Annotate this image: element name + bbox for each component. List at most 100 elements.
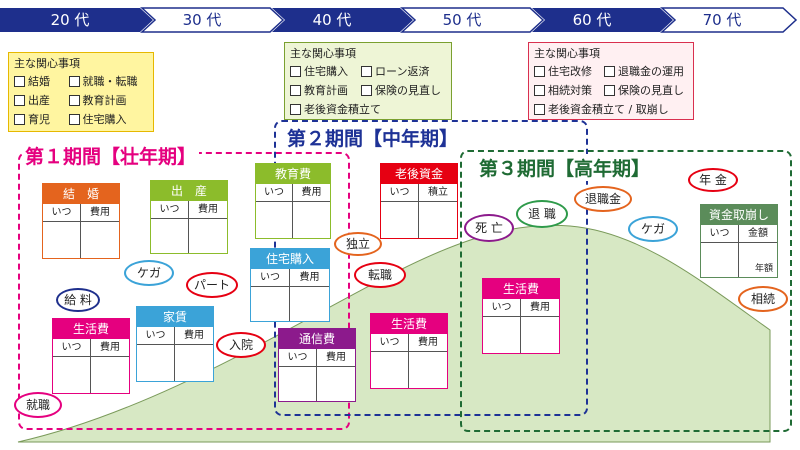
cost-cell[interactable]: [521, 317, 559, 353]
concerns-box-40s: 主な関心事項 住宅購入 ローン返済 教育計画 保険の見直し 老後資金積立て: [284, 42, 452, 120]
decade-label-50: 50 代: [442, 11, 482, 29]
col-cost: 費用: [184, 330, 204, 341]
card-living-cost-1: 生活費 いつ費用: [52, 318, 130, 394]
when-cell[interactable]: [137, 345, 175, 381]
concern-item: 住宅改修: [548, 65, 592, 78]
checkbox[interactable]: [534, 84, 545, 96]
decade-arrow-40: [272, 8, 413, 32]
concerns-title: 主な関心事項: [290, 47, 356, 60]
checkbox[interactable]: [604, 65, 615, 77]
card-title: 住宅購入: [251, 249, 329, 269]
cost-cell[interactable]: [81, 222, 119, 258]
period-1-title: 第１期間【壮年期】: [22, 142, 200, 169]
card-title: 生活費: [483, 279, 559, 299]
checkbox[interactable]: [290, 84, 301, 96]
when-cell[interactable]: [371, 352, 409, 388]
decade-label-70: 70 代: [702, 11, 742, 29]
concern-item: ローン返済: [375, 65, 430, 78]
concern-item: 老後資金積立て / 取崩し: [548, 103, 669, 116]
card-title: 教育費: [256, 164, 330, 184]
card-retirement-fund: 老後資金 いつ積立: [380, 163, 458, 239]
col-cost: 費用: [418, 337, 438, 348]
concern-item: 保険の見直し: [618, 84, 684, 97]
cost-cell[interactable]: [91, 357, 129, 393]
checkbox[interactable]: [14, 75, 25, 87]
checkbox[interactable]: [290, 65, 301, 77]
cost-cell[interactable]: [175, 345, 213, 381]
event-salary: 給 料: [56, 288, 100, 312]
concern-item: 育児: [28, 113, 50, 126]
when-cell[interactable]: [251, 287, 290, 321]
decade-arrow-70: [660, 7, 798, 33]
concern-item: 就職・転職: [82, 75, 138, 88]
decade-label-20: 20 代: [50, 11, 90, 29]
concern-item: 教育計画: [304, 84, 348, 97]
concern-item: 老後資金積立て: [304, 103, 381, 116]
concern-item: 住宅購入: [304, 65, 348, 78]
concerns-title: 主な関心事項: [14, 57, 80, 70]
col-cost: 費用: [90, 207, 110, 218]
checkbox[interactable]: [14, 94, 25, 106]
col-when: いつ: [137, 327, 175, 344]
period-2-title: 第２期間【中年期】: [284, 124, 462, 151]
event-death: 死 亡: [464, 214, 514, 242]
checkbox[interactable]: [68, 113, 80, 125]
decade-arrow-band: [0, 7, 798, 33]
concern-item: 相続対策: [548, 84, 592, 97]
checkbox[interactable]: [290, 103, 301, 115]
when-cell[interactable]: [256, 202, 293, 238]
col-cost: 費用: [301, 187, 322, 198]
event-job-change: 転職: [354, 262, 406, 288]
card-title: 出 産: [151, 181, 227, 201]
card-title: 生活費: [53, 319, 129, 339]
when-cell[interactable]: [701, 243, 739, 277]
card-title: 家賃: [137, 307, 213, 327]
col-cost: 費用: [100, 342, 120, 353]
concern-item: 教育計画: [82, 94, 127, 107]
period-3-title: 第３期間【高年期】: [476, 154, 654, 181]
when-cell[interactable]: [381, 202, 419, 238]
decade-label-40: 40 代: [312, 11, 352, 29]
checkbox[interactable]: [361, 84, 372, 96]
concern-item: 保険の見直し: [375, 84, 441, 97]
event-hospital: 入院: [216, 332, 266, 358]
checkbox[interactable]: [68, 94, 80, 106]
checkbox[interactable]: [604, 84, 615, 96]
when-cell[interactable]: [483, 317, 521, 353]
cost-cell[interactable]: [189, 219, 227, 253]
concern-item: 住宅購入: [82, 113, 127, 126]
col-when: いつ: [43, 204, 81, 221]
card-communication: 通信費 いつ費用: [278, 328, 356, 402]
when-cell[interactable]: [43, 222, 81, 258]
checkbox[interactable]: [534, 103, 545, 115]
card-education: 教育費 いつ費用: [255, 163, 331, 239]
card-title: 結 婚: [43, 184, 119, 204]
col-when: いつ: [381, 184, 419, 201]
col-cost: 費用: [299, 272, 320, 283]
concerns-box-20s: 主な関心事項 結婚 就職・転職 出産 教育計画 育児 住宅購入: [8, 52, 154, 132]
when-cell[interactable]: [151, 219, 189, 253]
decade-arrow-20: [0, 8, 153, 32]
cost-cell[interactable]: [409, 352, 447, 388]
cost-cell[interactable]: [293, 202, 330, 238]
concern-item: 結婚: [28, 75, 50, 88]
col-when: いつ: [53, 339, 91, 356]
col-when: いつ: [483, 299, 521, 316]
checkbox[interactable]: [534, 65, 545, 77]
checkbox[interactable]: [14, 113, 25, 125]
card-house-purchase: 住宅購入 いつ費用: [250, 248, 330, 322]
save-cell[interactable]: [419, 202, 457, 238]
decade-label-60: 60 代: [572, 11, 612, 29]
event-pension: 年 金: [688, 168, 738, 192]
event-injury: ケガ: [124, 260, 174, 286]
cost-cell[interactable]: [290, 287, 329, 321]
event-retire: 退 職: [516, 200, 568, 228]
decade-arrow-60: [532, 8, 673, 32]
concern-item: 出産: [28, 94, 50, 107]
checkbox[interactable]: [361, 65, 372, 77]
checkbox[interactable]: [68, 75, 80, 87]
card-living-cost-2: 生活費 いつ費用: [370, 313, 448, 389]
cost-cell[interactable]: [317, 367, 355, 401]
when-cell[interactable]: [279, 367, 317, 401]
when-cell[interactable]: [53, 357, 91, 393]
